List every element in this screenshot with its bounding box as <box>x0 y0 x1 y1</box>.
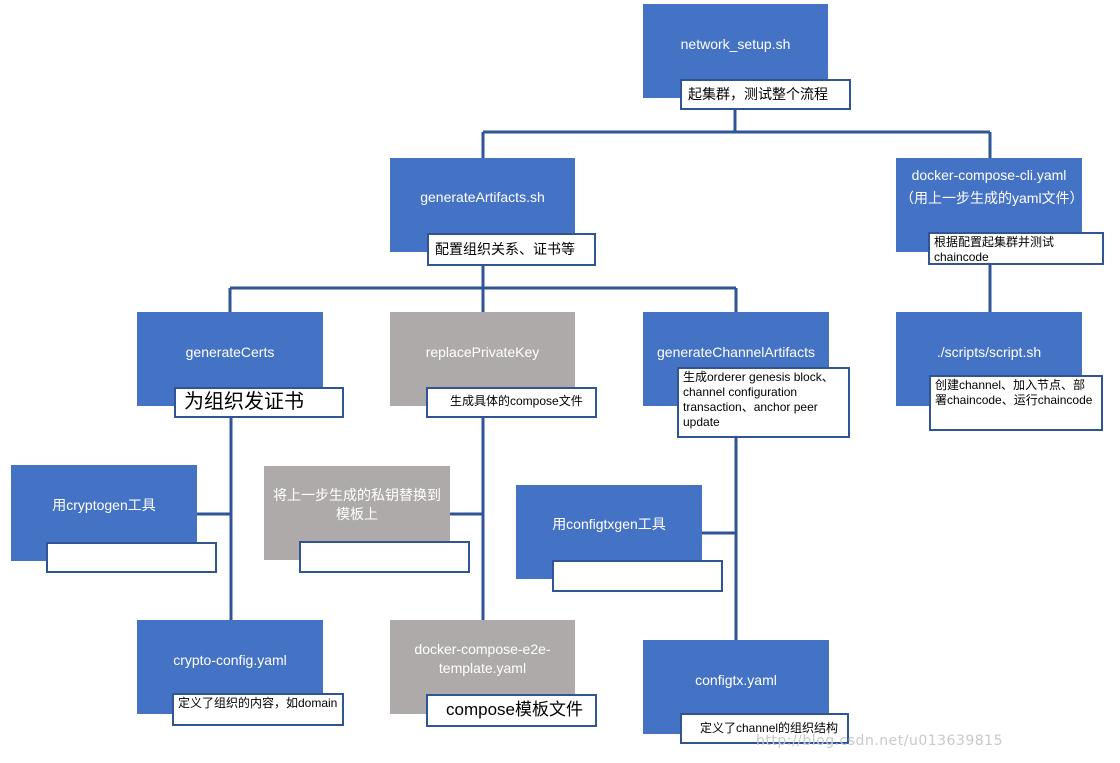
configtxgen-caption <box>552 560 723 592</box>
crypto-config-caption: 定义了组织的内容，如domain <box>172 693 344 726</box>
node-title: crypto-config.yaml <box>173 652 287 668</box>
node-title: generateCerts <box>185 344 275 360</box>
node-title: generateChannelArtifacts <box>657 344 815 360</box>
node-title: replacePrivateKey <box>425 344 540 360</box>
node-title: 将上一步生成的私钥替换到模板上 <box>273 487 441 522</box>
generate-channel-artifacts-caption: 生成orderer genesis block、channel configur… <box>677 367 850 438</box>
node-title: network_setup.sh <box>680 36 791 52</box>
generate-artifacts-caption: 配置组织关系、证书等 <box>427 233 596 266</box>
node-title: docker-compose-cli.yaml <box>911 167 1067 183</box>
replace-private-key-caption: 生成具体的compose文件 <box>426 387 597 418</box>
node-title: 用configtxgen工具 <box>552 516 666 532</box>
node-title: generateArtifacts.sh <box>420 189 545 205</box>
cryptogen-caption <box>46 542 217 573</box>
network-setup-caption: 起集群，测试整个流程 <box>680 79 851 110</box>
node-title: docker-compose-e2e-template.yaml <box>414 641 551 676</box>
node-title: configtx.yaml <box>695 672 777 688</box>
generate-certs-caption: 为组织发证书 <box>174 387 344 418</box>
watermark: http://blog.csdn.net/u013639815 <box>756 733 1003 749</box>
e2e-template-caption: compose模板文件 <box>426 694 597 727</box>
configtx-caption: 定义了channel的组织结构 <box>680 713 849 744</box>
replace-step-caption <box>299 541 470 573</box>
node-title: ./scripts/script.sh <box>936 344 1042 360</box>
scripts-script-caption: 创建channel、加入节点、部署chaincode、运行chaincode <box>929 375 1103 431</box>
node-title: 用cryptogen工具 <box>52 497 156 513</box>
node-subtitle: （用上一步生成的yaml文件） <box>900 190 1084 206</box>
docker-compose-cli-caption: 根据配置起集群并测试chaincode <box>928 232 1104 265</box>
